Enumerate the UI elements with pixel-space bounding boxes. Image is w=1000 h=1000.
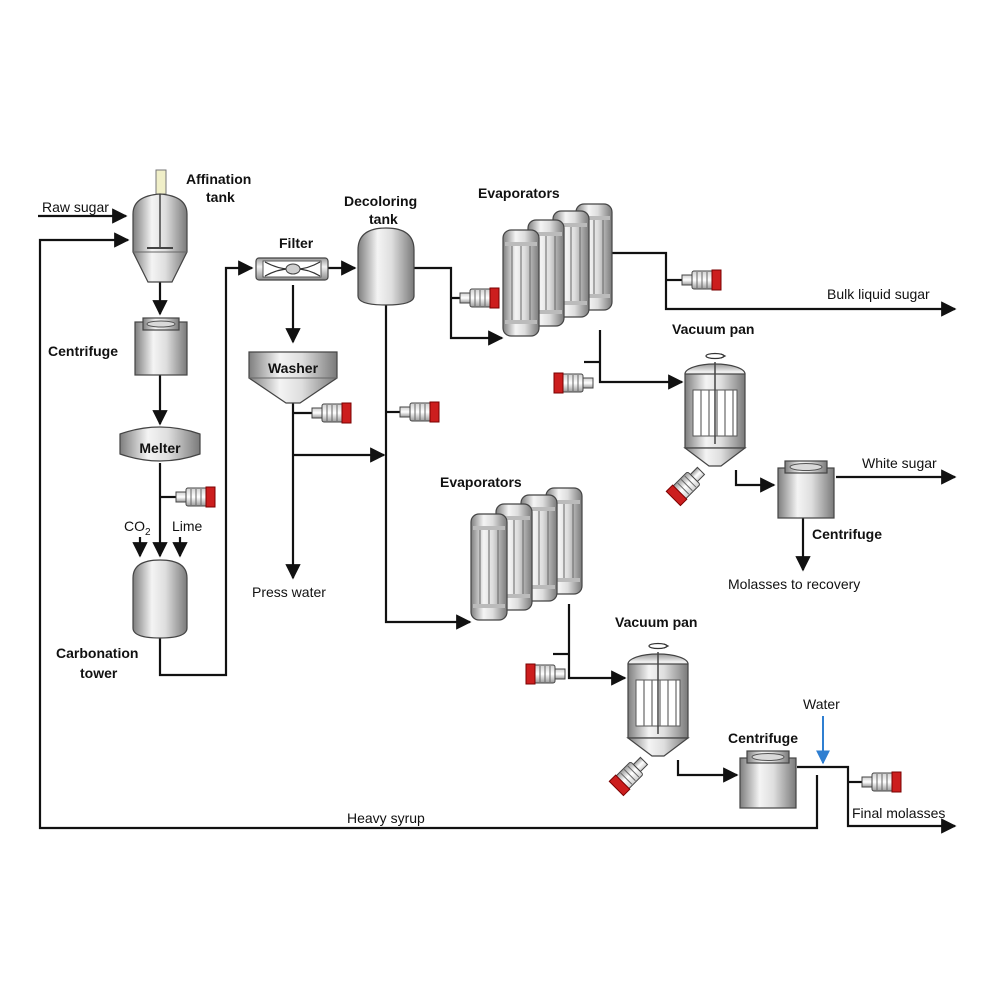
label-carbonation-tower: Carbonation bbox=[56, 645, 138, 661]
label-vacuum-pan-2: Vacuum pan bbox=[615, 614, 697, 630]
melter bbox=[119, 426, 201, 462]
pump-vacuum-pan-2 bbox=[608, 753, 652, 797]
decoloring-to-evaporators1-line bbox=[414, 266, 504, 346]
label-affination-tank-2: tank bbox=[206, 189, 235, 205]
pump-vacuum-pan-1 bbox=[665, 463, 709, 507]
evaporators-1 bbox=[502, 203, 613, 337]
pump-final-molasses bbox=[861, 771, 902, 793]
decoloring-tank bbox=[357, 227, 415, 306]
filter bbox=[255, 257, 329, 281]
label-final-molasses: Final molasses bbox=[852, 805, 945, 821]
evaporators2-to-vacuumpan2-line bbox=[567, 604, 627, 686]
label-water: Water bbox=[803, 696, 840, 712]
label-press-water: Press water bbox=[252, 584, 326, 600]
evaporators-2 bbox=[470, 487, 583, 621]
label-heavy-syrup: Heavy syrup bbox=[347, 810, 425, 826]
vacuumpan2-to-centrifuge3-line bbox=[676, 760, 739, 783]
vacuum-pan-2 bbox=[627, 642, 689, 757]
label-bulk-liquid-sugar: Bulk liquid sugar bbox=[827, 286, 930, 302]
label-co2: CO2 bbox=[124, 518, 151, 538]
affination-tank bbox=[132, 169, 188, 283]
label-evaporators-1: Evaporators bbox=[478, 185, 560, 201]
centrifuge-1 bbox=[134, 317, 188, 376]
label-raw-sugar: Raw sugar bbox=[42, 199, 109, 215]
label-centrifuge-3: Centrifuge bbox=[728, 730, 798, 746]
label-carbonation-tower-2: tower bbox=[80, 665, 118, 681]
pump-evaporators-1-feed bbox=[459, 287, 500, 309]
pump-evaporators-1 bbox=[553, 372, 594, 394]
pump-melter bbox=[175, 486, 216, 508]
label-decoloring-tank: Decoloring bbox=[344, 193, 417, 209]
vacuumpan1-to-centrifuge2-line bbox=[734, 470, 776, 493]
final-molasses-line bbox=[797, 765, 957, 834]
label-lime: Lime bbox=[172, 518, 203, 534]
label-washer: Washer bbox=[268, 360, 319, 376]
label-evaporators-2: Evaporators bbox=[440, 474, 522, 490]
centrifuge-3 bbox=[739, 750, 797, 809]
label-decoloring-tank-2: tank bbox=[369, 211, 398, 227]
vacuum-pan-1 bbox=[684, 352, 746, 467]
pump-washer bbox=[311, 402, 352, 424]
label-melter: Melter bbox=[139, 440, 181, 456]
label-filter: Filter bbox=[279, 235, 314, 251]
label-affination-tank: Affination bbox=[186, 171, 251, 187]
carbonation-tower bbox=[132, 559, 188, 639]
washer bbox=[248, 351, 338, 404]
pump-bulk-liquid-sugar bbox=[681, 269, 722, 291]
label-centrifuge-1: Centrifuge bbox=[48, 343, 118, 359]
pump-evaporators-2 bbox=[525, 663, 566, 685]
affination-motor bbox=[155, 169, 167, 195]
centrifuge-2 bbox=[777, 460, 835, 519]
label-centrifuge-2: Centrifuge bbox=[812, 526, 882, 542]
decoloring-to-evaporators2-line bbox=[384, 305, 472, 630]
pump-decoloring bbox=[399, 401, 440, 423]
label-white-sugar: White sugar bbox=[862, 455, 937, 471]
process-piping bbox=[38, 208, 957, 834]
heavy-syrup-recycle-line bbox=[38, 232, 819, 830]
evaporators1-to-vacuumpan1-line bbox=[598, 330, 684, 390]
carbonation-to-filter-line bbox=[158, 260, 254, 677]
label-molasses-to-recovery: Molasses to recovery bbox=[728, 576, 860, 592]
diagram-labels: Raw sugar Affination tank Centrifuge Mel… bbox=[42, 171, 945, 826]
label-vacuum-pan-1: Vacuum pan bbox=[672, 321, 754, 337]
